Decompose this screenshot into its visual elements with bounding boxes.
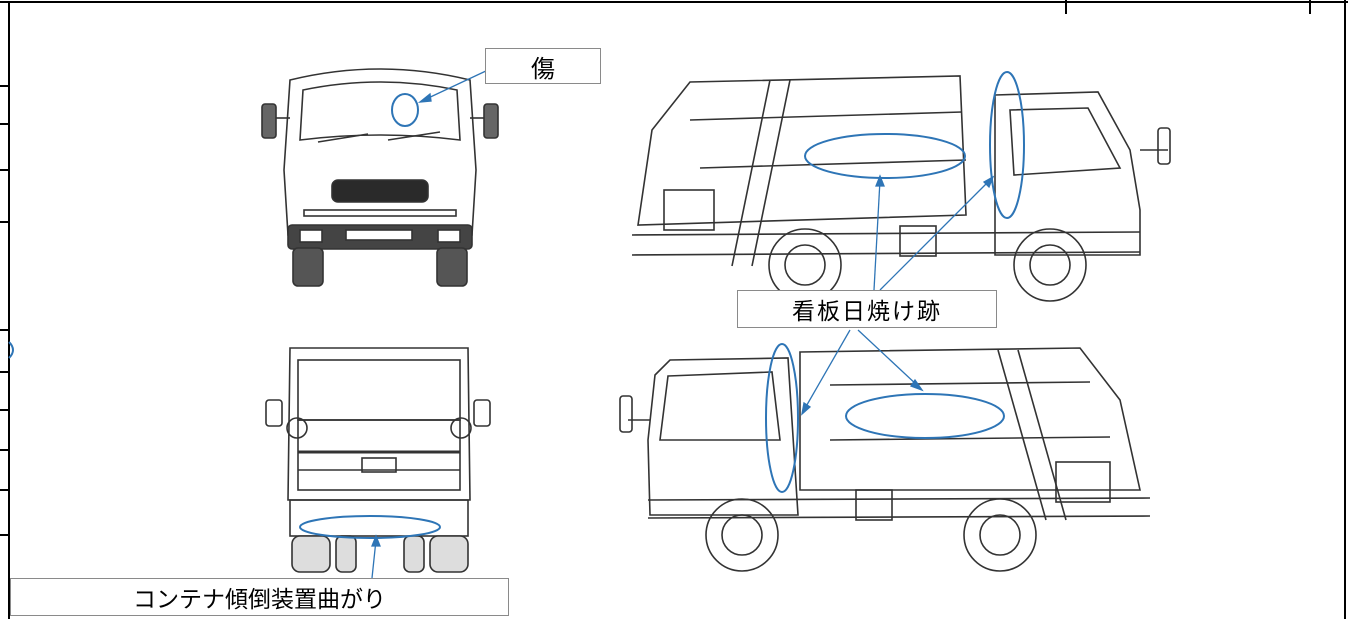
container-mark (299, 515, 441, 539)
cab-mark-lower (765, 343, 799, 493)
damage-markers (299, 71, 1025, 539)
container-bend-label: コンテナ傾倒装置曲がり (10, 578, 509, 616)
scratch-label-text: 傷 (531, 54, 555, 83)
cab-mark-upper (989, 71, 1025, 219)
scratch-label: 傷 (485, 48, 601, 84)
scratch-mark (391, 93, 419, 127)
container-bend-label-text: コンテナ傾倒装置曲がり (133, 587, 386, 613)
truck-front-view (261, 68, 499, 287)
edge-mark-arc (8, 341, 14, 359)
sign-sunburn-label: 看板日焼け跡 (737, 290, 997, 328)
sign-sunburn-label-text: 看板日焼け跡 (792, 299, 942, 325)
truck-side-view-right (619, 347, 1151, 572)
sign-mark-lower (845, 393, 1005, 439)
sign-mark-upper (804, 133, 966, 179)
leader-lines (371, 69, 995, 579)
truck-side-view-left (631, 75, 1171, 302)
